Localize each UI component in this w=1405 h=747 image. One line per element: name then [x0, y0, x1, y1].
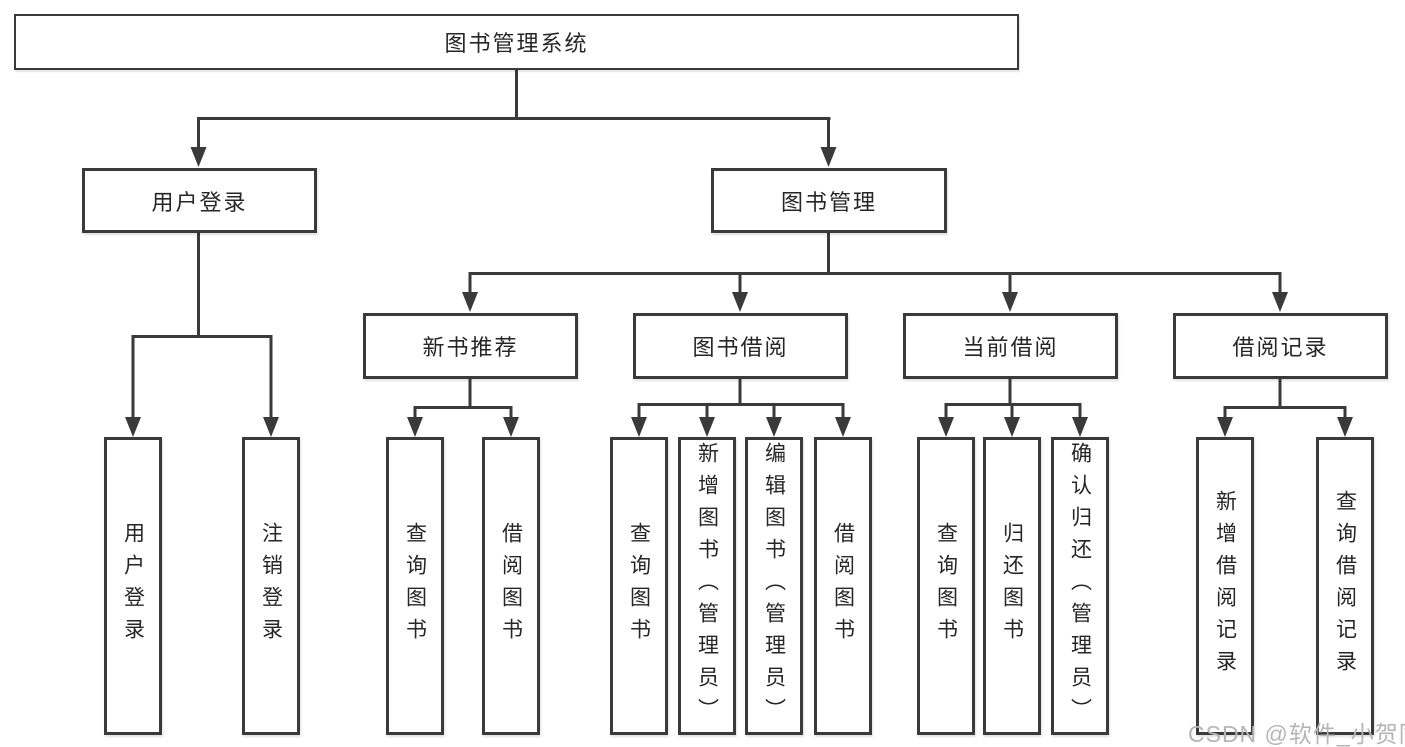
leaf-label: 确认归还（管理员）: [1068, 442, 1092, 730]
leaf-label: 用户登录: [121, 522, 145, 650]
node-user-login: 用户登录: [82, 168, 317, 233]
node-book-management: 图书管理: [711, 168, 947, 233]
leaf-query-books-current: 查询图书: [917, 437, 975, 735]
node-label: 用户登录: [151, 189, 248, 215]
leaf-confirm-return-admin: 确认归还（管理员）: [1051, 437, 1109, 735]
leaf-label: 查询图书: [403, 522, 427, 650]
leaf-user-login: 用户登录: [104, 437, 162, 735]
node-library-management-system: 图书管理系统: [14, 14, 1019, 70]
leaf-return-books: 归还图书: [983, 437, 1041, 735]
node-new-book-recommendation: 新书推荐: [363, 313, 578, 379]
leaf-borrow-books-borrowing: 借阅图书: [814, 437, 872, 735]
leaf-query-books-recommend: 查询图书: [386, 437, 444, 735]
leaf-label: 查询借阅记录: [1333, 490, 1357, 682]
leaf-label: 借阅图书: [831, 522, 855, 650]
node-label: 图书借阅: [692, 335, 789, 360]
node-current-borrowing: 当前借阅: [903, 313, 1118, 379]
leaf-label: 新增图书（管理员）: [695, 442, 719, 730]
leaf-query-books-borrowing: 查询图书: [610, 437, 668, 735]
leaf-borrow-books-recommend: 借阅图书: [482, 437, 540, 735]
node-label: 当前借阅: [962, 335, 1059, 360]
leaf-add-books-admin: 新增图书（管理员）: [678, 437, 736, 735]
node-book-borrowing: 图书借阅: [633, 313, 848, 379]
leaf-edit-books-admin: 编辑图书（管理员）: [745, 437, 803, 735]
node-label: 借阅记录: [1232, 335, 1329, 360]
leaf-label: 查询图书: [934, 522, 958, 650]
node-label: 新书推荐: [422, 335, 519, 360]
leaf-logout-login: 注销登录: [242, 437, 300, 735]
leaf-label: 注销登录: [259, 522, 283, 650]
csdn-watermark: CSDN @软件_小贺同学: [1188, 721, 1405, 747]
root-label: 图书管理系统: [444, 31, 589, 56]
leaf-label: 查询图书: [627, 522, 651, 650]
leaf-label: 编辑图书（管理员）: [762, 442, 786, 730]
leaf-label: 新增借阅记录: [1213, 490, 1237, 682]
leaf-query-borrow-record: 查询借阅记录: [1316, 437, 1374, 735]
node-borrowing-records: 借阅记录: [1173, 313, 1388, 379]
leaf-label: 归还图书: [1000, 522, 1024, 650]
node-label: 图书管理: [780, 189, 877, 215]
leaf-label: 借阅图书: [499, 522, 523, 650]
leaf-add-borrow-record: 新增借阅记录: [1196, 437, 1254, 735]
